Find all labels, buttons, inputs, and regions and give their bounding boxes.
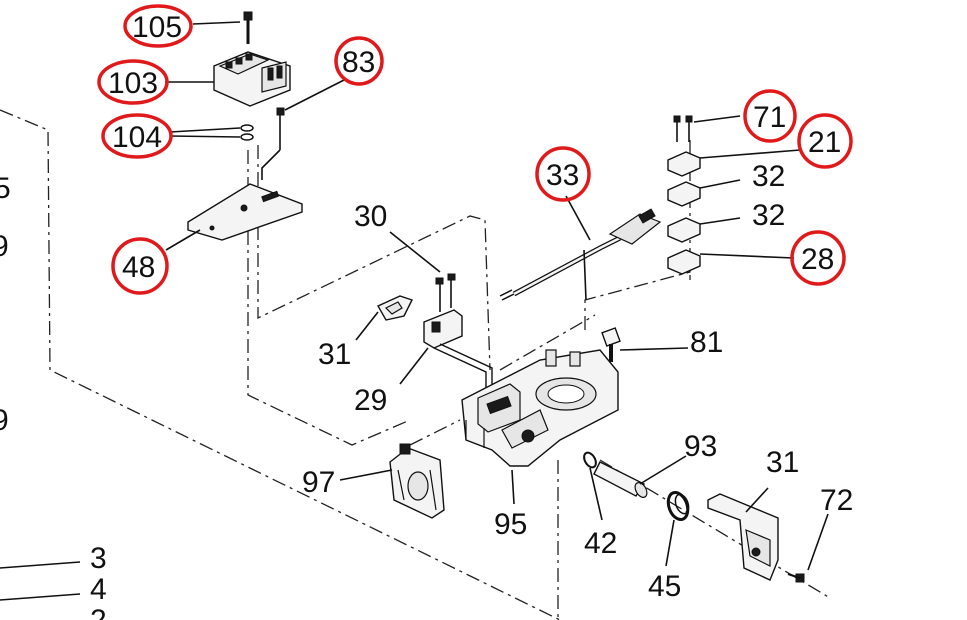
label-104: 104	[112, 121, 162, 154]
label-83: 83	[342, 46, 375, 79]
ring-83	[334, 36, 384, 86]
ring-21	[797, 113, 853, 169]
ring-48	[111, 237, 169, 295]
bracket-stack	[667, 115, 701, 275]
label-97: 97	[302, 466, 335, 499]
clip-ring-42	[583, 451, 597, 469]
label-31-lower: 31	[766, 446, 799, 479]
circuit-board-48	[187, 183, 303, 241]
bolt-81	[601, 327, 621, 362]
part-labels: 105 103 104 83 48 33 71 21 32 32 28 30 3…	[0, 11, 853, 620]
bracket-97	[389, 443, 445, 519]
label-21: 21	[808, 126, 841, 159]
spring-45	[666, 490, 690, 522]
main-housing-95	[461, 349, 619, 467]
ring-103	[97, 59, 169, 105]
ring-105	[123, 4, 193, 48]
label-32-upper: 32	[752, 160, 785, 193]
label-42: 42	[584, 527, 617, 560]
sensor-29	[423, 309, 493, 396]
screws-30	[435, 273, 456, 312]
label-93: 93	[684, 430, 717, 463]
label-72: 72	[820, 484, 853, 517]
screw-83	[261, 107, 285, 180]
clip-31-upper	[377, 295, 413, 321]
label-81: 81	[690, 326, 723, 359]
lever-31-lower	[707, 493, 779, 581]
screw-105	[243, 11, 253, 44]
label-32-lower: 32	[752, 199, 785, 232]
label-95: 95	[494, 508, 527, 541]
label-28: 28	[801, 243, 834, 276]
edge-label-5: 5	[0, 172, 11, 205]
shaft-93	[593, 461, 648, 498]
ring-33	[535, 146, 591, 202]
highlight-rings	[97, 4, 853, 295]
leader-lines	[0, 21, 829, 601]
label-48: 48	[122, 251, 155, 284]
label-45: 45	[648, 570, 681, 603]
label-105: 105	[132, 11, 182, 44]
edge-label-9-lower: 9	[0, 404, 9, 437]
washers-104	[240, 124, 254, 141]
label-2: 2	[90, 604, 107, 620]
label-3: 3	[90, 542, 107, 575]
edge-label-9-upper: 9	[0, 230, 9, 263]
ring-71	[743, 89, 797, 143]
ring-28	[790, 230, 846, 286]
wire-harness-33	[499, 208, 662, 301]
ring-104	[101, 113, 173, 159]
screw-72	[787, 573, 805, 583]
label-103: 103	[108, 67, 158, 100]
label-33: 33	[546, 159, 579, 192]
label-31-upper: 31	[318, 338, 351, 371]
label-71: 71	[753, 101, 786, 134]
label-4: 4	[90, 573, 107, 606]
label-30: 30	[354, 200, 387, 233]
terminal-block-103	[213, 51, 291, 107]
label-29: 29	[354, 384, 387, 417]
